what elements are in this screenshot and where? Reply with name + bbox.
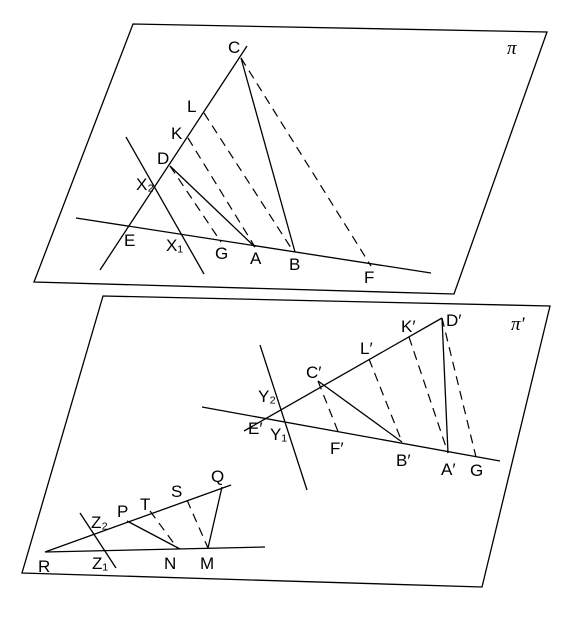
line-transversal-z xyxy=(79,512,117,569)
plane-pi-outline xyxy=(33,23,548,295)
label-x2: X₂ xyxy=(136,175,154,194)
segment-d-a xyxy=(169,165,256,248)
dashed-l-b xyxy=(203,112,294,252)
plane-pi-label: π xyxy=(507,38,517,59)
segment-c-b xyxy=(240,57,296,253)
line-r-baseline xyxy=(44,546,266,553)
dashed-c-f-prime xyxy=(317,380,340,435)
dashed-k-a xyxy=(187,137,256,248)
label-a: A xyxy=(250,249,262,268)
label-k-prime: K′ xyxy=(401,317,416,336)
label-m: M xyxy=(200,554,214,573)
label-g-prime: G xyxy=(470,461,483,480)
line-baseline-prime xyxy=(201,406,501,462)
line-e-d-prime xyxy=(243,317,443,432)
label-d-prime: D′ xyxy=(446,311,461,330)
line-r-q xyxy=(44,484,232,553)
dashed-d-g xyxy=(169,165,222,243)
label-l-prime: L′ xyxy=(360,339,373,358)
plane-pi: π C L K D X₂ E X₁ G A B F xyxy=(33,23,548,295)
dashed-d-g-prime xyxy=(441,317,477,458)
line-transversal-y xyxy=(259,344,308,491)
segment-d-a-prime xyxy=(441,317,449,454)
plane-pi-prime-label: π′ xyxy=(511,314,526,335)
label-f: F xyxy=(364,268,374,287)
label-y1: Y₁ xyxy=(270,425,287,444)
segment-c-b-prime xyxy=(317,380,403,443)
label-s: S xyxy=(171,482,182,501)
label-e-prime: E′ xyxy=(248,419,263,438)
label-k: K xyxy=(171,124,183,143)
dashed-t-n xyxy=(149,510,179,550)
label-z2: Z₂ xyxy=(91,513,108,532)
label-b-prime: B′ xyxy=(396,451,411,470)
label-g: G xyxy=(215,244,228,263)
label-c: C xyxy=(228,38,240,57)
segment-q-m xyxy=(207,486,223,549)
label-q: Q xyxy=(211,467,224,486)
small-figure: Q S T P Z₂ R Z₁ N M xyxy=(38,467,266,576)
label-t: T xyxy=(140,495,150,514)
label-l: L xyxy=(187,97,196,116)
label-f-prime: F′ xyxy=(330,439,344,458)
dashed-s-m xyxy=(186,499,209,549)
line-transversal-x xyxy=(125,136,205,275)
label-c-prime: C′ xyxy=(306,363,321,382)
line-e-c xyxy=(99,45,248,271)
label-r: R xyxy=(38,557,50,576)
label-d: D xyxy=(157,149,169,168)
label-p: P xyxy=(117,502,128,521)
plane-pi-prime: π′ D′ K′ L′ C′ Y₂ E′ Y₁ F′ B′ A′ G xyxy=(21,295,551,588)
label-n: N xyxy=(164,554,176,573)
dashed-c-f xyxy=(240,57,372,267)
label-b: B xyxy=(289,255,300,274)
segment-p-n xyxy=(126,520,181,550)
label-z1: Z₁ xyxy=(92,554,108,573)
label-e: E xyxy=(124,231,135,250)
label-x1: X₁ xyxy=(166,236,183,255)
label-y2: Y₂ xyxy=(258,387,276,406)
dashed-k-a-prime xyxy=(408,336,449,454)
label-a-prime: A′ xyxy=(441,460,456,479)
plane-pi-prime-outline xyxy=(21,295,551,588)
